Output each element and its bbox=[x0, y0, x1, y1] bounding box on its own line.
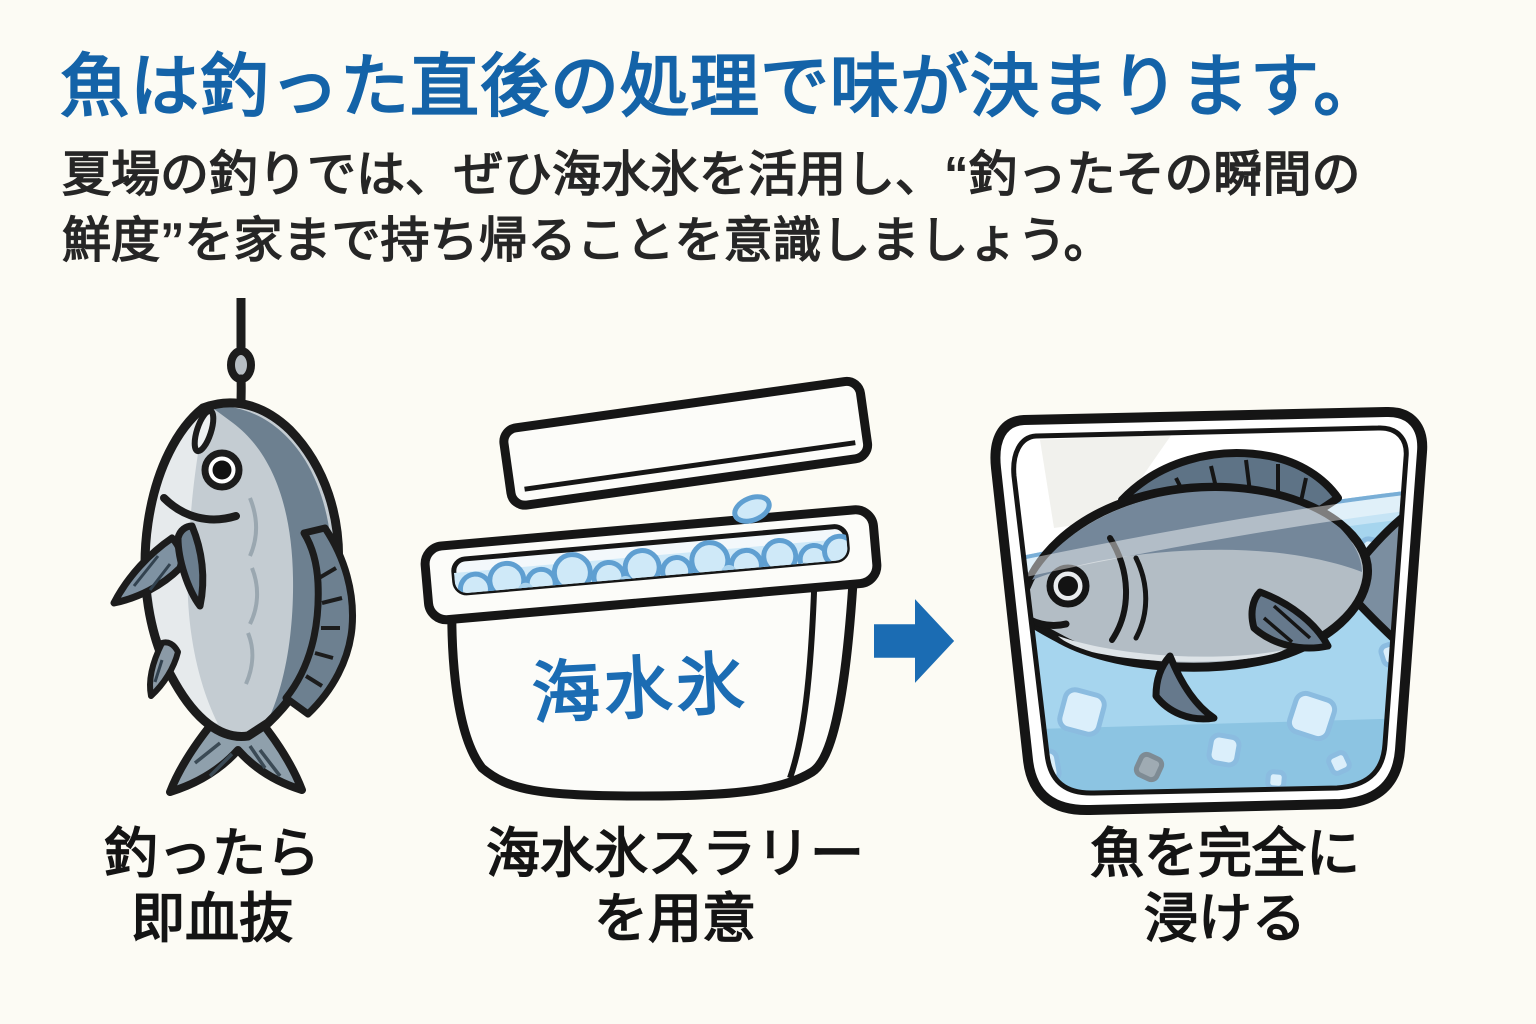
submerged-fish bbox=[1014, 449, 1407, 723]
page-subtitle: 夏場の釣りでは、ぜひ海水氷を活用し、“釣ったその瞬間の 鮮度”を家まで持ち帰るこ… bbox=[62, 142, 1361, 274]
subtitle-line-2: 鮮度”を家まで持ち帰ることを意識しましょう。 bbox=[62, 214, 1113, 268]
container-shading bbox=[1040, 434, 1172, 528]
caption-step-2: 海水氷スラリー を用意 bbox=[430, 822, 920, 952]
caption-step-2-line-2: を用意 bbox=[594, 889, 756, 949]
container-inner-rim bbox=[1011, 425, 1409, 796]
cooler-box-illustration: 海水氷 bbox=[420, 376, 882, 801]
caption-step-2-line-1: 海水氷スラリー bbox=[486, 824, 864, 884]
cooler-lid bbox=[499, 376, 873, 510]
caption-step-1-line-2: 即血抜 bbox=[131, 889, 293, 949]
fish-in-ice-water-illustration bbox=[990, 407, 1428, 816]
caption-step-3-line-2: 浸ける bbox=[1144, 889, 1306, 949]
hooked-fish bbox=[110, 398, 356, 796]
cooler-box-label: 海水氷 bbox=[530, 645, 750, 732]
container-contents bbox=[1013, 449, 1407, 794]
subtitle-line-1: 夏場の釣りでは、ぜひ海水氷を活用し、“釣ったその瞬間の bbox=[62, 148, 1361, 202]
ice-chip bbox=[732, 494, 772, 524]
page-title: 魚は釣った直後の処理で味が決まります。 bbox=[60, 48, 1384, 125]
caption-step-1-line-1: 釣ったら bbox=[104, 824, 320, 884]
fish-on-hook-illustration bbox=[110, 298, 356, 796]
waterline-highlight bbox=[1013, 494, 1407, 582]
right-arrow-icon bbox=[874, 599, 955, 683]
caption-step-3-line-1: 魚を完全に bbox=[1090, 824, 1360, 884]
caption-step-1: 釣ったら 即血抜 bbox=[32, 822, 392, 952]
caption-step-3: 魚を完全に 浸ける bbox=[980, 822, 1470, 952]
